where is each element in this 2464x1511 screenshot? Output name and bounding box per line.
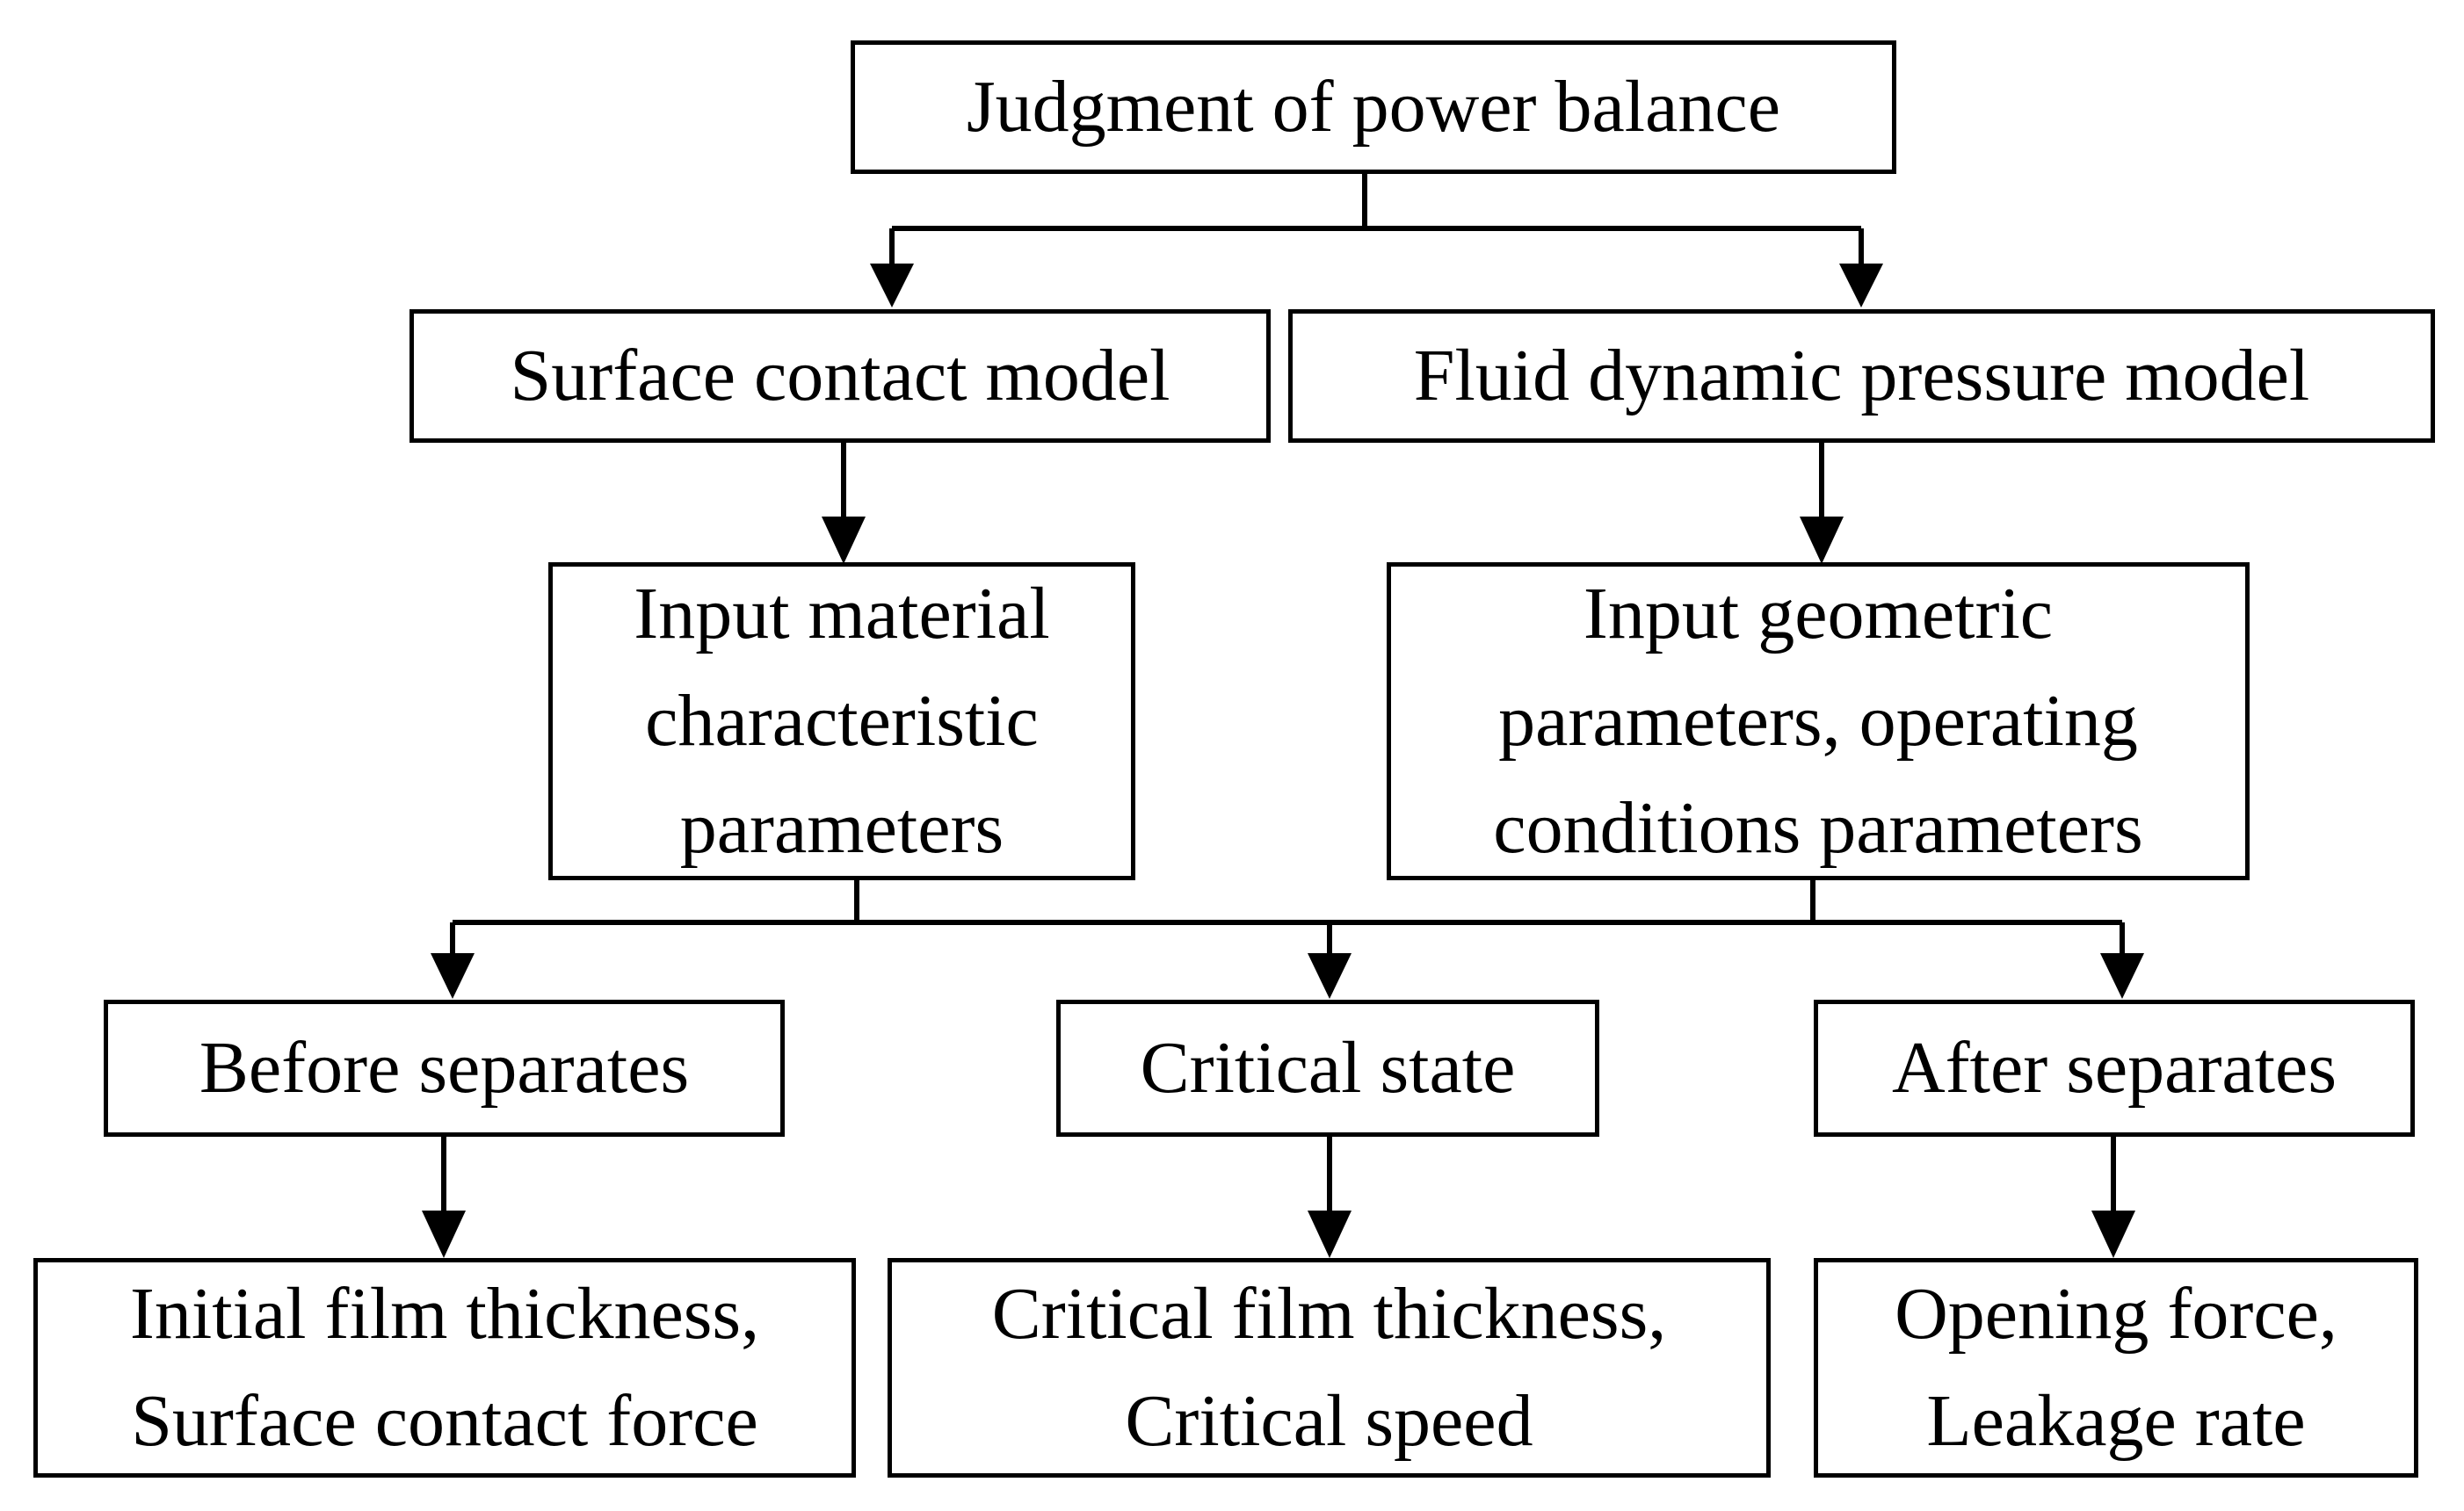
node-critical-state-line-1: Critical state: [1140, 1027, 1516, 1110]
node-power-balance-line-1: Judgment of power balance: [966, 66, 1780, 148]
node-after-separates-line-1: After separates: [1891, 1027, 2337, 1110]
node-critical-result-line-2: Critical speed: [1125, 1380, 1533, 1462]
edge-surface-contact-to-input-material: [822, 441, 866, 564]
node-input-material-line-1: Input material: [634, 573, 1050, 655]
arrowhead-to-surface-contact: [870, 264, 914, 307]
edge-after-separates-to-result: [2091, 1135, 2135, 1258]
edge-fluid-dynamic-to-input-geometric: [1800, 441, 1844, 564]
node-input-material-line-3: parameters: [679, 786, 1004, 869]
node-fluid-dynamic-pressure-model-line-1: Fluid dynamic pressure model: [1413, 335, 2310, 417]
edge-critical-state-to-result: [1308, 1135, 1352, 1258]
node-input-geometric-line-1: Input geometric: [1583, 573, 2054, 655]
node-after-separates: After separates: [1814, 1000, 2415, 1137]
node-after-result: Opening force, Leakage rate: [1814, 1258, 2418, 1478]
node-input-material-line-2: characteristic: [645, 680, 1039, 763]
node-fluid-dynamic-pressure-model: Fluid dynamic pressure model: [1288, 309, 2435, 443]
node-surface-contact-model-line-1: Surface contact model: [510, 335, 1170, 417]
node-input-material: Input material characteristic parameters: [548, 562, 1135, 880]
edge-inputs-to-states: [431, 878, 2144, 999]
edge-power-balance-to-models: [870, 170, 1883, 307]
node-after-result-line-2: Leakage rate: [1926, 1380, 2306, 1462]
arrowhead-to-after-separates: [2100, 953, 2144, 999]
node-input-geometric-line-2: parameters, operating: [1498, 680, 2138, 763]
node-surface-contact-model: Surface contact model: [409, 309, 1271, 443]
node-critical-state: Critical state: [1056, 1000, 1599, 1137]
node-before-separates: Before separates: [104, 1000, 785, 1137]
node-input-geometric-line-3: conditions parameters: [1493, 786, 2143, 869]
arrowhead-to-critical-state: [1308, 953, 1352, 999]
arrowhead-to-before-separates: [431, 953, 475, 999]
edge-before-separates-to-result: [422, 1135, 466, 1258]
node-critical-result-line-1: Critical film thickness,: [991, 1273, 1667, 1356]
arrowhead-to-fluid-dynamic: [1839, 264, 1883, 307]
node-input-geometric: Input geometric parameters, operating co…: [1387, 562, 2250, 880]
node-critical-result: Critical film thickness, Critical speed: [888, 1258, 1771, 1478]
node-power-balance: Judgment of power balance: [851, 40, 1896, 174]
node-before-separates-line-1: Before separates: [199, 1027, 690, 1110]
node-before-result-line-1: Initial film thickness,: [129, 1273, 760, 1356]
node-before-result: Initial film thickness, Surface contact …: [33, 1258, 856, 1478]
node-before-result-line-2: Surface contact force: [131, 1380, 758, 1462]
node-after-result-line-1: Opening force,: [1895, 1273, 2337, 1356]
